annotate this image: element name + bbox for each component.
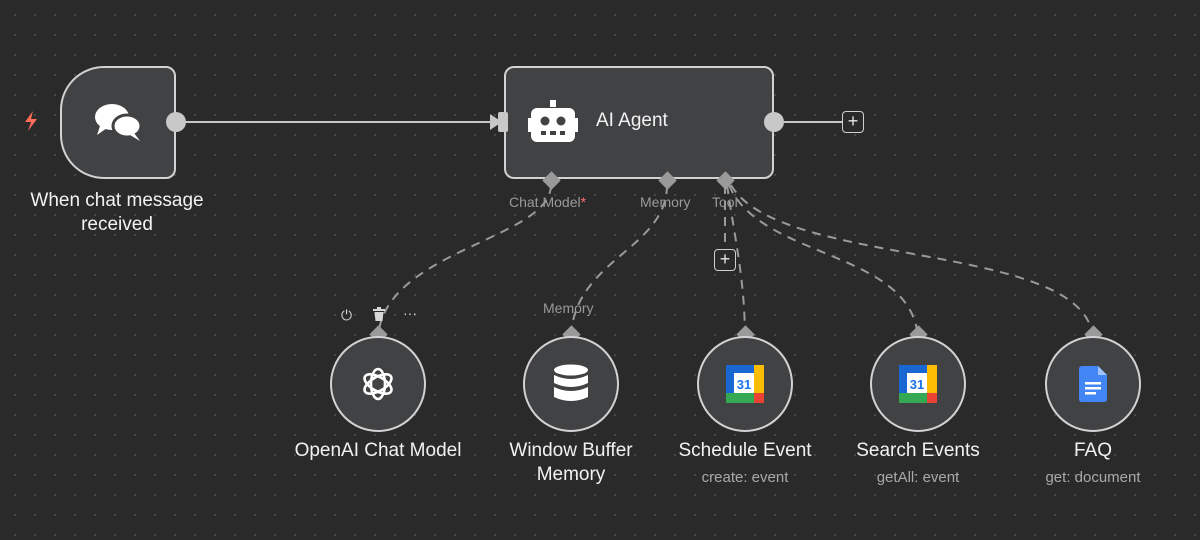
- agent-output-handle[interactable]: [764, 112, 784, 132]
- memory-title: Window Buffer Memory: [509, 440, 633, 485]
- schedule-event-node[interactable]: 31: [697, 336, 793, 432]
- chat-model-label: Chat Model*: [509, 194, 587, 210]
- faq-node[interactable]: [1045, 336, 1141, 432]
- openai-icon: [363, 367, 393, 401]
- add-next-node-button[interactable]: +: [842, 111, 864, 133]
- tool-connector-label: Tool: [712, 194, 738, 210]
- memory-connection[interactable]: [570, 184, 668, 341]
- faq-tool-connection[interactable]: [730, 184, 1094, 341]
- database-icon: [554, 364, 588, 401]
- openai-title: OpenAI Chat Model: [294, 440, 462, 461]
- more-options-icon[interactable]: ···: [403, 305, 417, 321]
- required-marker: *: [580, 194, 587, 210]
- connection-arrowhead: [490, 114, 502, 130]
- window-buffer-memory-node[interactable]: [523, 336, 619, 432]
- search-title: Search Events: [856, 440, 980, 461]
- trash-icon[interactable]: [373, 307, 385, 323]
- trigger-output-handle[interactable]: [166, 112, 186, 132]
- schedule-subtitle: create: event: [701, 469, 789, 486]
- schedule-tool-connection[interactable]: [726, 184, 746, 341]
- add-tool-button[interactable]: +: [714, 249, 736, 271]
- trigger-bolt-icon: [22, 110, 40, 134]
- search-events-node[interactable]: 31: [870, 336, 966, 432]
- chat-bubbles-icon: [95, 104, 143, 141]
- trigger-title: When chat message received: [30, 190, 204, 235]
- robot-icon: [528, 100, 578, 142]
- power-icon[interactable]: ⏻: [341, 307, 353, 323]
- google-calendar-icon: 31: [899, 365, 937, 403]
- memory-input-label: Memory: [543, 300, 594, 316]
- openai-chat-model-node[interactable]: [330, 336, 426, 432]
- calendar-day: 31: [910, 377, 924, 392]
- memory-connector-label: Memory: [640, 194, 691, 210]
- chat-model-connection[interactable]: [377, 184, 552, 341]
- schedule-title: Schedule Event: [678, 440, 812, 461]
- chat-trigger-node[interactable]: [60, 66, 176, 179]
- calendar-day: 31: [737, 377, 751, 392]
- faq-title: FAQ: [1073, 440, 1112, 461]
- faq-subtitle: get: document: [1045, 469, 1141, 486]
- search-subtitle: getAll: event: [876, 469, 960, 486]
- google-docs-icon: [1079, 366, 1107, 402]
- agent-input-handle[interactable]: [498, 112, 508, 132]
- search-tool-connection[interactable]: [728, 184, 919, 341]
- agent-title: AI Agent: [596, 110, 668, 131]
- google-calendar-icon: 31: [726, 365, 764, 403]
